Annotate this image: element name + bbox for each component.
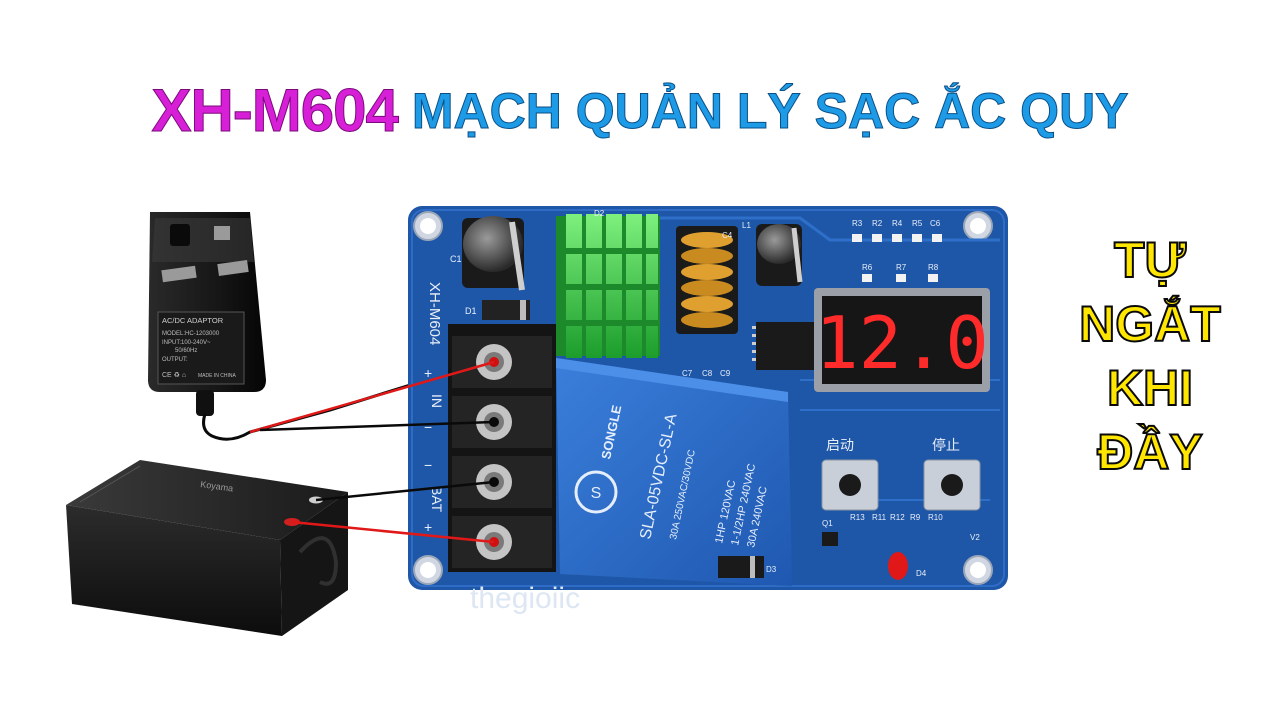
svg-text:R8: R8 bbox=[928, 263, 939, 272]
inductor-icon bbox=[676, 226, 738, 334]
svg-text:R12: R12 bbox=[890, 513, 905, 522]
terminal-in-label: IN bbox=[429, 394, 445, 408]
svg-text:R10: R10 bbox=[928, 513, 943, 522]
display-value: 12.0 bbox=[815, 301, 988, 385]
svg-text:D2: D2 bbox=[594, 209, 605, 218]
capacitor-icon bbox=[462, 216, 525, 291]
svg-text:R13: R13 bbox=[850, 513, 865, 522]
svg-text:R4: R4 bbox=[892, 219, 903, 228]
title-model: XH-M604 bbox=[151, 77, 399, 145]
svg-text:R6: R6 bbox=[862, 263, 873, 272]
svg-text:R5: R5 bbox=[912, 219, 923, 228]
plus-sign-icon: + bbox=[424, 365, 432, 381]
svg-text:CE ♻ ⌂: CE ♻ ⌂ bbox=[162, 372, 186, 379]
minus-sign-icon: − bbox=[424, 457, 432, 473]
relay: S SONGLE SLA-05VDC-SL-A 30A 250VAC/30VDC… bbox=[556, 358, 792, 586]
heatsink-icon bbox=[556, 214, 660, 358]
power-adapter: AC/DC ADAPTOR MODEL:HC-1203000 INPUT:100… bbox=[148, 212, 421, 441]
start-button-label: 启动 bbox=[826, 438, 854, 454]
svg-text:D1: D1 bbox=[465, 306, 477, 316]
svg-text:Koyama: Koyama bbox=[200, 479, 234, 493]
svg-text:R9: R9 bbox=[910, 513, 921, 522]
side-text-line: KHI bbox=[1106, 359, 1194, 417]
start-button[interactable] bbox=[821, 459, 879, 511]
adapter-freq: 50/60Hz bbox=[175, 348, 197, 354]
svg-text:C7: C7 bbox=[682, 369, 693, 378]
stop-button-label: 停止 bbox=[932, 437, 960, 454]
adapter-model: MODEL:HC-1203000 bbox=[162, 331, 220, 337]
capacitor-icon bbox=[756, 224, 803, 286]
svg-text:D3: D3 bbox=[766, 565, 777, 574]
adapter-input: INPUT:100-240V~ bbox=[162, 340, 211, 346]
adapter-output: OUTPUT: bbox=[162, 357, 188, 363]
board-label: XH-M604 bbox=[426, 282, 443, 345]
title-subtitle: MẠCH QUẢN LÝ SẠC ẮC QUY bbox=[411, 82, 1129, 139]
side-text-line: ĐẦY bbox=[1096, 423, 1204, 481]
stop-button[interactable] bbox=[923, 459, 981, 511]
side-text-line: TỰ bbox=[1113, 231, 1187, 289]
svg-text:R2: R2 bbox=[872, 219, 883, 228]
svg-text:V2: V2 bbox=[970, 533, 980, 542]
svg-text:R11: R11 bbox=[872, 513, 887, 522]
terminal-block bbox=[448, 324, 556, 572]
svg-text:C1: C1 bbox=[450, 254, 462, 264]
status-led-icon bbox=[888, 552, 908, 580]
svg-text:R7: R7 bbox=[896, 263, 907, 272]
svg-text:C8: C8 bbox=[702, 369, 713, 378]
svg-text:C6: C6 bbox=[930, 219, 941, 228]
svg-text:C4: C4 bbox=[722, 231, 733, 240]
svg-text:S: S bbox=[591, 485, 602, 502]
svg-text:Q1: Q1 bbox=[822, 519, 833, 528]
svg-text:L1: L1 bbox=[742, 221, 751, 230]
minus-sign-icon: − bbox=[424, 419, 432, 435]
watermark-text: thegioiic bbox=[470, 582, 581, 615]
plug-prong-icon bbox=[170, 224, 190, 246]
plus-sign-icon: + bbox=[424, 519, 432, 535]
led-display: 12.0 bbox=[814, 288, 990, 392]
side-text: TỰ NGẮT KHI ĐẦY bbox=[1040, 228, 1260, 484]
wiring bbox=[249, 360, 495, 544]
adapter-madein: MADE IN CHINA bbox=[198, 373, 236, 379]
battery: Koyama bbox=[66, 460, 348, 636]
side-text-line: NGẮT bbox=[1078, 295, 1222, 353]
adapter-label: AC/DC ADAPTOR bbox=[162, 316, 224, 325]
pcb-board: XH-M604 IN BAT + − − + C1 D1 bbox=[408, 206, 1008, 590]
svg-text:C9: C9 bbox=[720, 369, 731, 378]
svg-text:R3: R3 bbox=[852, 219, 863, 228]
terminal-bat-label: BAT bbox=[429, 486, 445, 513]
svg-text:D4: D4 bbox=[916, 569, 927, 578]
